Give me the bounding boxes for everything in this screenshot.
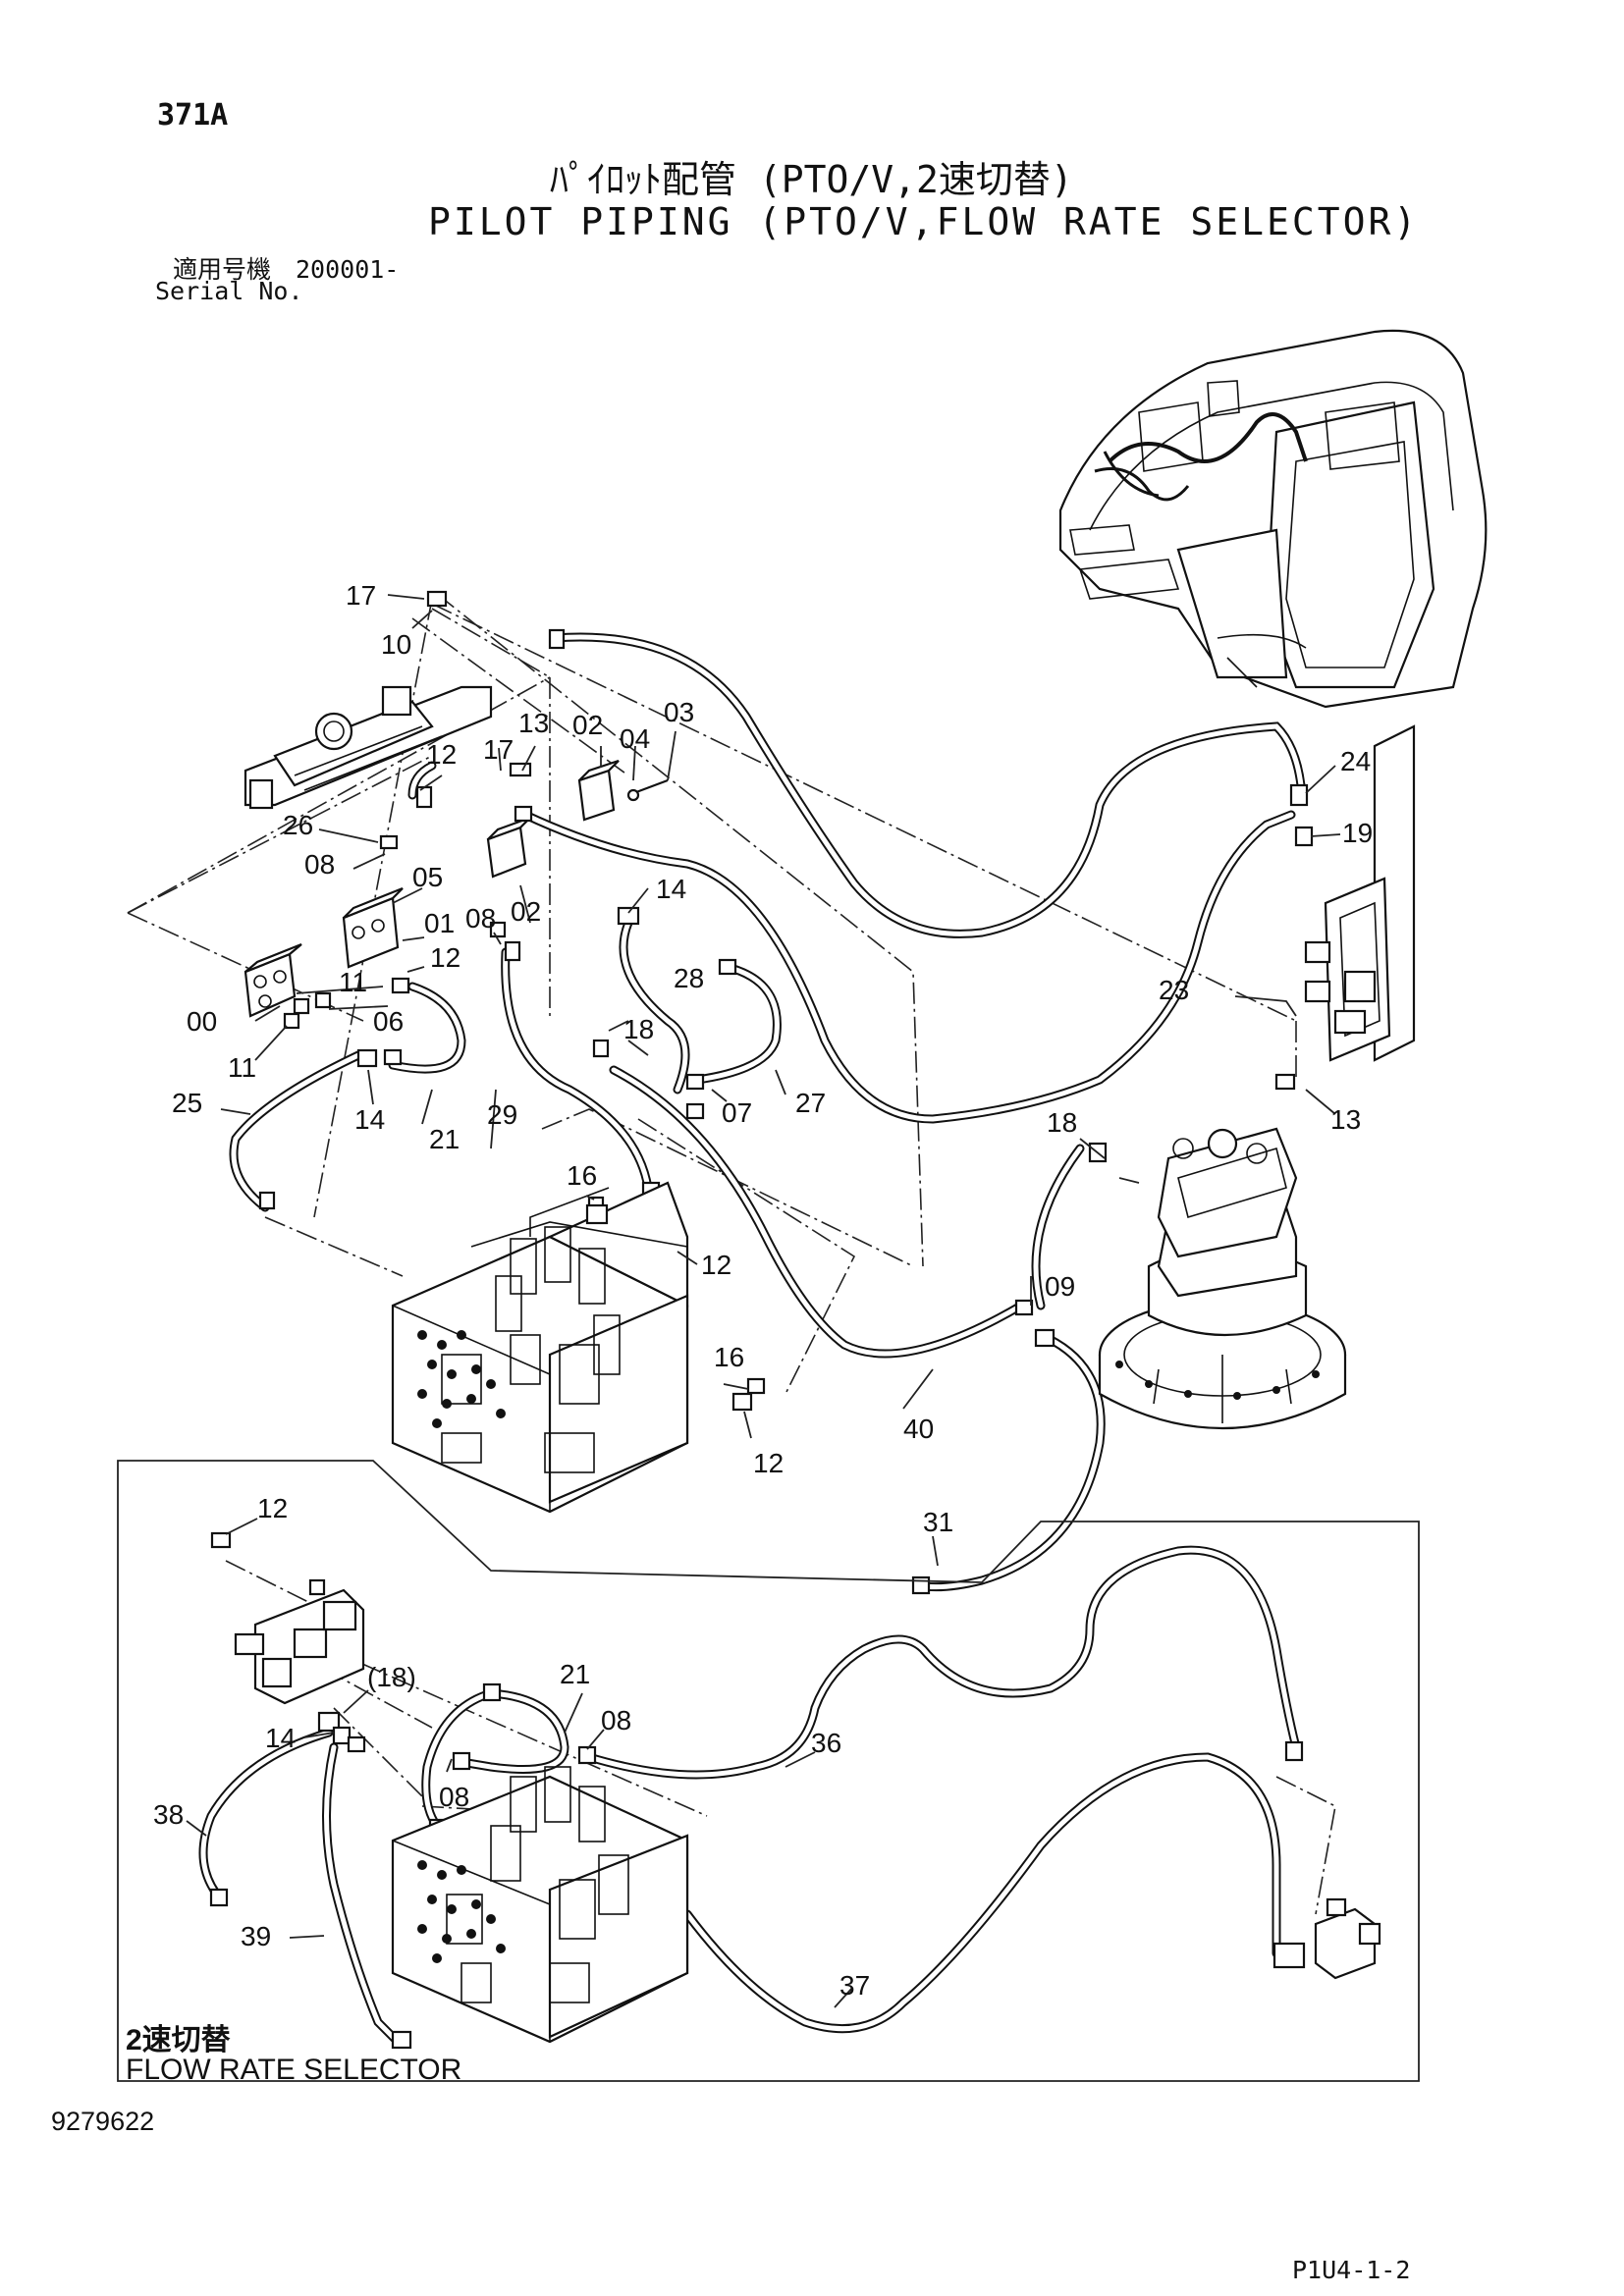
callout-09: 09 xyxy=(1045,1271,1075,1302)
callout-labels: 17 10 13 02 04 03 12 17 24 19 26 08 05 1… xyxy=(172,580,1373,1537)
junction-block-05 xyxy=(342,886,404,969)
inset-pressure-valve xyxy=(1272,1897,1381,1980)
callout-07: 07 xyxy=(722,1097,752,1128)
hose-37 xyxy=(682,1752,1281,2034)
serial-label-japanese: 適用号機 200001- xyxy=(173,255,400,284)
machine-overview-illustration xyxy=(1058,329,1488,709)
callout-26: 26 xyxy=(283,810,313,840)
callout-40: 40 xyxy=(903,1414,934,1444)
hose-27 xyxy=(692,962,782,1085)
leader-lines xyxy=(220,594,1341,1567)
inset-callout-39: 39 xyxy=(241,1921,271,1951)
callout-10: 10 xyxy=(381,629,411,660)
callout-12b: 12 xyxy=(430,942,460,973)
inset-callout-08a: 08 xyxy=(601,1705,631,1735)
inset-callout-37: 37 xyxy=(839,1970,870,2001)
callout-31: 31 xyxy=(923,1507,953,1537)
callout-21: 21 xyxy=(429,1124,460,1154)
callout-05: 05 xyxy=(412,862,443,892)
callout-29: 29 xyxy=(487,1099,517,1130)
hose-10-to-19 xyxy=(550,632,1306,938)
hose-38 xyxy=(198,1728,334,1904)
inset-solenoid-valve xyxy=(234,1578,365,1705)
callout-19: 19 xyxy=(1342,818,1373,848)
callout-18b: 18 xyxy=(1047,1107,1077,1138)
callout-12a: 12 xyxy=(426,739,457,770)
callout-14a: 14 xyxy=(656,874,686,904)
inset-label-english: FLOW RATE SELECTOR xyxy=(126,2054,461,2086)
callout-16a: 16 xyxy=(567,1160,597,1191)
hose-inset-left xyxy=(421,1688,496,1831)
callout-08b: 08 xyxy=(465,903,496,934)
inset-frame xyxy=(117,1460,1420,2082)
callout-12c: 12 xyxy=(701,1250,731,1280)
inset-callout-14: 14 xyxy=(265,1723,296,1753)
inset-callout-21: 21 xyxy=(560,1659,590,1689)
title-english: PILOT PIPING (PTO/V,FLOW RATE SELECTOR) xyxy=(428,200,1420,243)
callout-01: 01 xyxy=(424,908,455,938)
block-02-upper xyxy=(577,759,620,822)
callout-18a: 18 xyxy=(623,1014,654,1044)
hose-40 xyxy=(609,1065,1026,1359)
inset-callout-08b: 08 xyxy=(439,1782,469,1812)
swing-motor xyxy=(1098,1127,1347,1429)
callout-00: 00 xyxy=(187,1006,217,1037)
hose-29 xyxy=(501,947,653,1193)
inset-callout-38: 38 xyxy=(153,1799,184,1830)
block-02-lower xyxy=(486,816,531,879)
hose-36 xyxy=(584,1545,1301,1780)
inset-callout-12: 12 xyxy=(257,1493,288,1523)
callout-13a: 13 xyxy=(518,708,549,738)
callout-17b: 17 xyxy=(483,734,514,765)
callout-14b: 14 xyxy=(354,1104,385,1135)
callout-12d: 12 xyxy=(753,1448,784,1478)
callout-08a: 08 xyxy=(304,849,335,880)
callout-06: 06 xyxy=(373,1006,404,1037)
callout-03: 03 xyxy=(664,697,694,727)
inset-leader-lines xyxy=(186,1518,853,2008)
hose-25 xyxy=(229,1050,363,1212)
callout-23: 23 xyxy=(1159,975,1189,1005)
callout-28: 28 xyxy=(674,963,704,993)
title-japanese: ﾊﾟｲﾛｯﾄ配管 (PTO/V,2速切替) xyxy=(550,158,1073,201)
inset-label-japanese: 2速切替 xyxy=(126,2024,231,2056)
inset-callout-36: 36 xyxy=(811,1728,841,1758)
page-number: 371A xyxy=(157,98,229,133)
hose-23 xyxy=(520,810,1296,1124)
hose-28 xyxy=(619,918,690,1095)
hose-39 xyxy=(322,1742,403,2047)
hose-31 xyxy=(913,1330,1106,1592)
callout-16b: 16 xyxy=(714,1342,744,1372)
page-code: P1U4-1-2 xyxy=(1292,2256,1411,2284)
inset-callout-labels: 12 (18) 21 08 14 08 36 38 39 37 xyxy=(153,1493,870,2001)
callout-02a: 02 xyxy=(572,710,603,740)
serial-label-english: Serial No. xyxy=(155,277,303,305)
callout-27: 27 xyxy=(795,1088,826,1118)
inset-control-valve xyxy=(391,1766,689,2044)
callout-11b: 11 xyxy=(228,1052,256,1083)
inset-callout-18: (18) xyxy=(367,1662,416,1692)
document-number: 9279622 xyxy=(51,2107,155,2136)
inset-fittings xyxy=(209,1682,1304,2050)
junction-block-00 xyxy=(244,942,302,1018)
callout-04: 04 xyxy=(620,723,650,754)
callout-13b: 13 xyxy=(1330,1104,1361,1135)
hose-21-inset xyxy=(457,1688,569,1774)
hose-24 xyxy=(407,761,437,800)
hose-09 xyxy=(1031,1144,1085,1310)
callout-24: 24 xyxy=(1340,746,1371,776)
solenoid-valve-bracket xyxy=(244,685,493,810)
callout-11a: 11 xyxy=(339,967,367,997)
callout-02b: 02 xyxy=(511,896,541,927)
control-valve-main xyxy=(391,1181,689,1514)
solenoid-valve-19 xyxy=(1304,724,1416,1062)
hose-21 xyxy=(388,982,466,1074)
callout-17a: 17 xyxy=(346,580,376,611)
callout-25: 25 xyxy=(172,1088,202,1118)
